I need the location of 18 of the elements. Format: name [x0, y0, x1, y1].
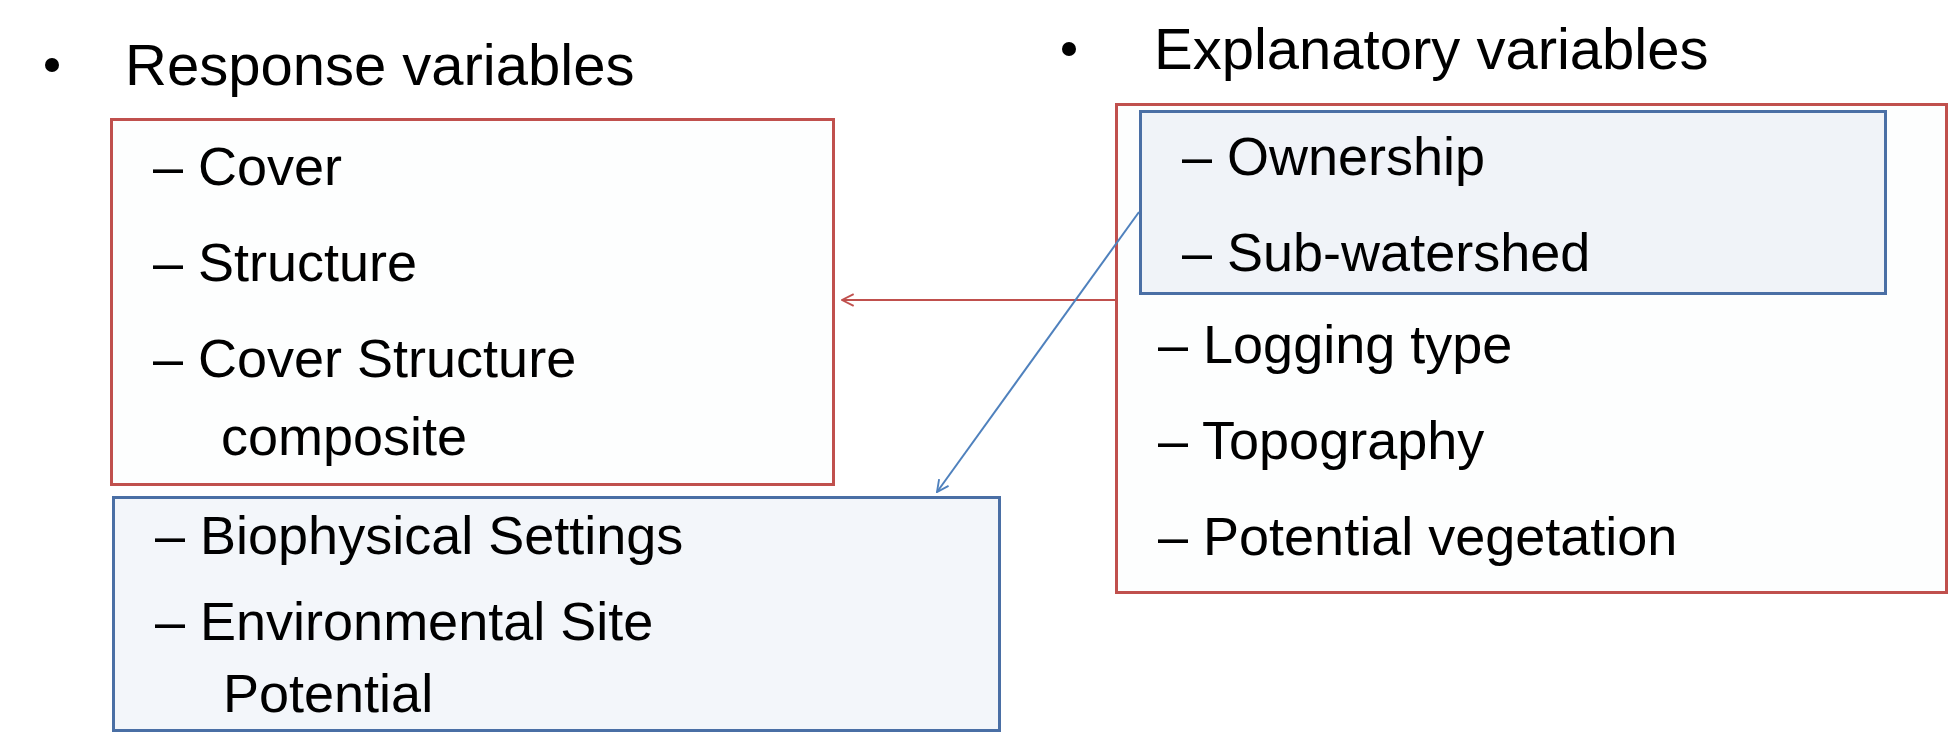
list-item: – Environmental Site Potential: [155, 590, 655, 725]
list-item: – Cover Structure composite: [153, 327, 578, 468]
list-item: – Sub-watershed: [1182, 221, 1592, 284]
heading: Response variables: [125, 31, 635, 99]
list-box: [1139, 110, 1887, 295]
list-item: – Structure: [153, 231, 419, 294]
list-item: – Cover: [153, 135, 344, 198]
list-item: – Topography: [1158, 409, 1486, 472]
list-box: [1115, 103, 1948, 594]
list-item: – Logging type: [1158, 313, 1514, 376]
list-box: [112, 496, 1001, 732]
heading: Explanatory variables: [1154, 15, 1709, 83]
list-item: – Biophysical Settings: [155, 504, 685, 567]
list-item: – Potential vegetation: [1158, 505, 1679, 568]
arrow: [936, 211, 1140, 493]
list-item: – Ownership: [1182, 125, 1487, 188]
list-box: [110, 118, 835, 486]
arrow: [841, 293, 1116, 307]
